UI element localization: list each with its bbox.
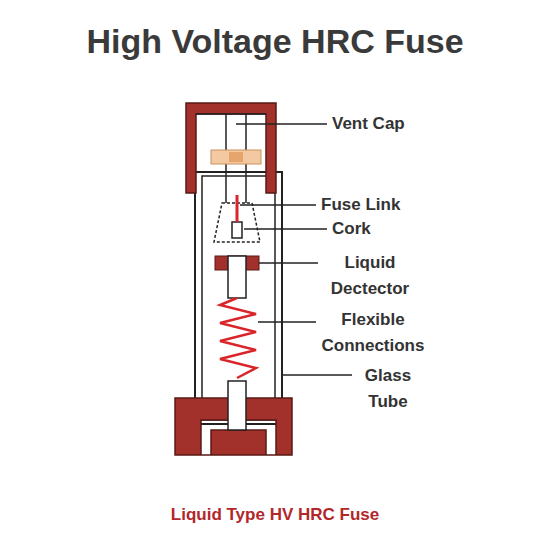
terminal-rod (228, 381, 246, 430)
part-label: Fuse Link (321, 192, 471, 218)
vent-cap (186, 103, 276, 193)
fuse-link (236, 195, 239, 222)
spring-connection (220, 298, 256, 378)
part-label: Flexible Connections (308, 307, 438, 359)
diagram-title: High Voltage HRC Fuse (0, 22, 550, 61)
part-label: Liquid Dectector (312, 250, 428, 302)
part-label: Vent Cap (332, 111, 482, 137)
part-label: Cork (332, 216, 482, 242)
diagram-caption: Liquid Type HV HRC Fuse (0, 505, 550, 525)
vent-plate (211, 150, 261, 164)
part-label: Glass Tube (357, 363, 419, 415)
